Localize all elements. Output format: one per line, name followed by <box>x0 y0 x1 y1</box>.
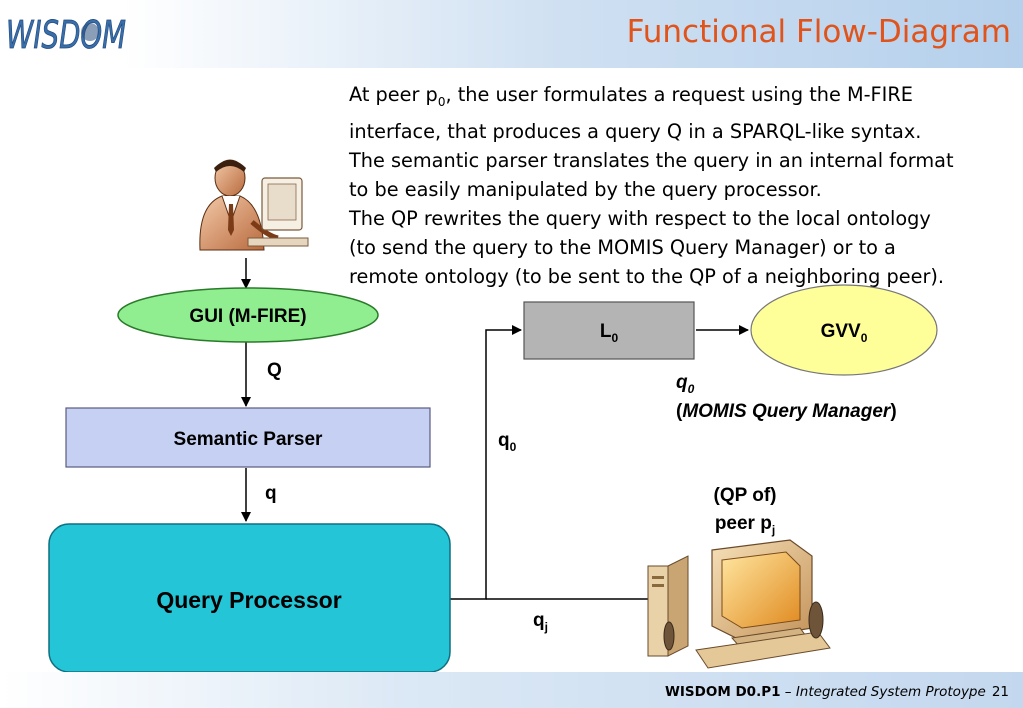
footer-text: WISDOM D0.P1 – Integrated System Protoyp… <box>665 684 1009 700</box>
footer-project: WISDOM D0.P1 <box>665 684 781 700</box>
description-line: remote ontology (to be sent to the QP of… <box>349 264 945 288</box>
semantic-parser-node <box>65 407 431 468</box>
edge-label-q0: q0 <box>498 430 517 454</box>
description-line: The QP rewrites the query with respect t… <box>349 206 931 230</box>
description-line: At peer p0, the user formulates a reques… <box>349 83 913 109</box>
svg-text:WISDOM: WISDOM <box>6 13 126 57</box>
user-at-computer-icon <box>199 159 309 251</box>
remote-computer-icon <box>647 539 831 669</box>
wisdom-logo: WISDOM <box>6 13 127 58</box>
page-number: 21 <box>991 684 1009 700</box>
gvv-label: GVV0 <box>821 321 868 345</box>
momis-q0-label: q0 <box>676 372 695 396</box>
gui-label: GUI (M-FIRE) <box>189 306 306 327</box>
l0-node <box>523 301 695 360</box>
peer-label-line1: (QP of) <box>714 485 777 506</box>
edge-label-q-lower: q <box>265 483 277 504</box>
semantic-parser-label: Semantic Parser <box>174 429 324 450</box>
gui-node <box>117 287 379 343</box>
gvv-node <box>750 284 938 376</box>
description-text: At peer p0, the user formulates a reques… <box>349 80 1014 291</box>
footer-subtitle: – Integrated System Protoype <box>780 684 986 700</box>
header-bar: WISDOM Functional Flow-Diagram <box>0 0 1023 68</box>
footer-bar: WISDOM D0.P1 – Integrated System Protoyp… <box>0 672 1023 708</box>
page-title: Functional Flow-Diagram <box>626 14 1011 50</box>
l0-label: L0 <box>600 321 619 345</box>
edge-label-q-upper: Q <box>267 360 282 381</box>
description-line: to be easily manipulated by the query pr… <box>349 177 822 201</box>
momis-query-manager-label: (MOMIS Query Manager) <box>676 401 897 422</box>
description-line: The semantic parser translates the query… <box>349 148 954 172</box>
description-line: (to send the query to the MOMIS Query Ma… <box>349 235 896 259</box>
edge-label-qj: qj <box>533 610 548 634</box>
peer-label-line2: peer pj <box>715 513 775 537</box>
query-processor-label: Query Processor <box>156 587 341 613</box>
description-line: interface, that produces a query Q in a … <box>349 119 922 143</box>
